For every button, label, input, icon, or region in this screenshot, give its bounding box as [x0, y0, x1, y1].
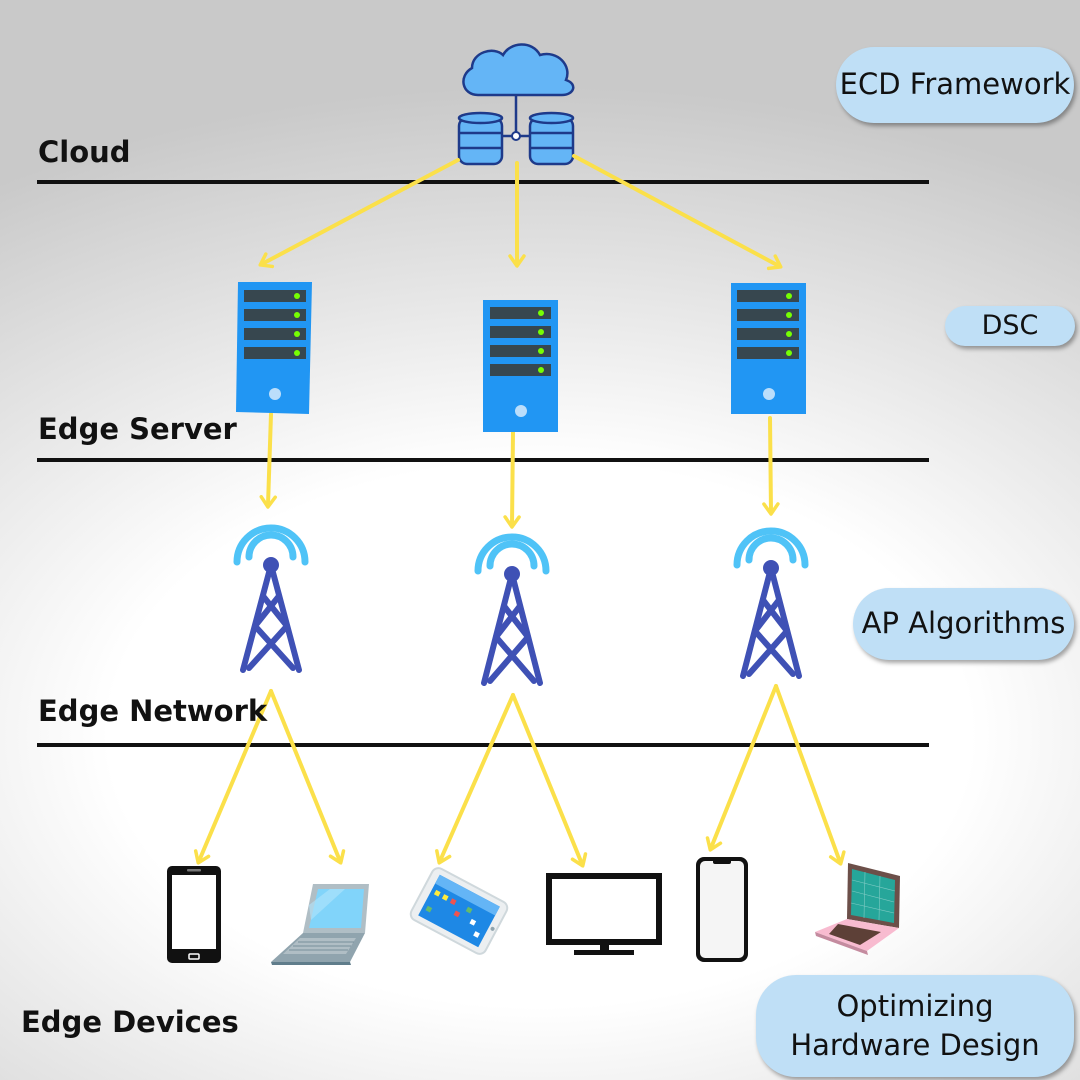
antenna-tower-icon-1: [233, 524, 309, 673]
ap-algorithms-label: AP Algorithms: [853, 588, 1074, 660]
arrow-tower-to-device-6: [774, 684, 846, 866]
dsc-label: DSC: [945, 306, 1075, 346]
edge-server-icon-2: [483, 300, 558, 432]
layer-label-edge-network: Edge Network: [38, 694, 268, 728]
smartphone-icon: [167, 866, 221, 963]
layer-label-edge-devices: Edge Devices: [21, 1005, 239, 1039]
layer-label-edge-server: Edge Server: [38, 412, 237, 446]
arrow-tower-to-device-1: [193, 689, 273, 865]
optimizing-hardware-design-label: Optimizing Hardware Design: [756, 975, 1074, 1077]
ecd-framework-label: ECD Framework: [836, 47, 1074, 123]
edge-server-icon-3: [731, 283, 806, 414]
arrow-server-to-tower-2: [503, 430, 521, 529]
layer-label-cloud: Cloud: [38, 135, 131, 169]
laptop-icon: [271, 884, 369, 965]
antenna-tower-icon-3: [733, 527, 809, 679]
monitor-icon: [546, 873, 662, 955]
tablet-icon: [409, 867, 509, 955]
cloud-database-icon: [457, 43, 575, 166]
arrow-server-to-tower-1: [259, 412, 278, 509]
arrow-tower-to-device-2: [269, 689, 346, 865]
arrow-tower-to-device-3: [435, 693, 515, 865]
arrow-cloud-to-server-3: [572, 154, 783, 271]
edge-server-icon-1: [236, 282, 312, 414]
laptop-icon: [815, 863, 900, 955]
arrow-tower-to-device-5: [705, 684, 778, 852]
antenna-tower-icon-2: [474, 533, 550, 686]
arrow-tower-to-device-4: [511, 693, 588, 868]
smartphone-icon: [696, 857, 748, 962]
arrow-server-to-tower-3: [762, 416, 780, 516]
arrow-cloud-to-server-1: [258, 158, 460, 269]
